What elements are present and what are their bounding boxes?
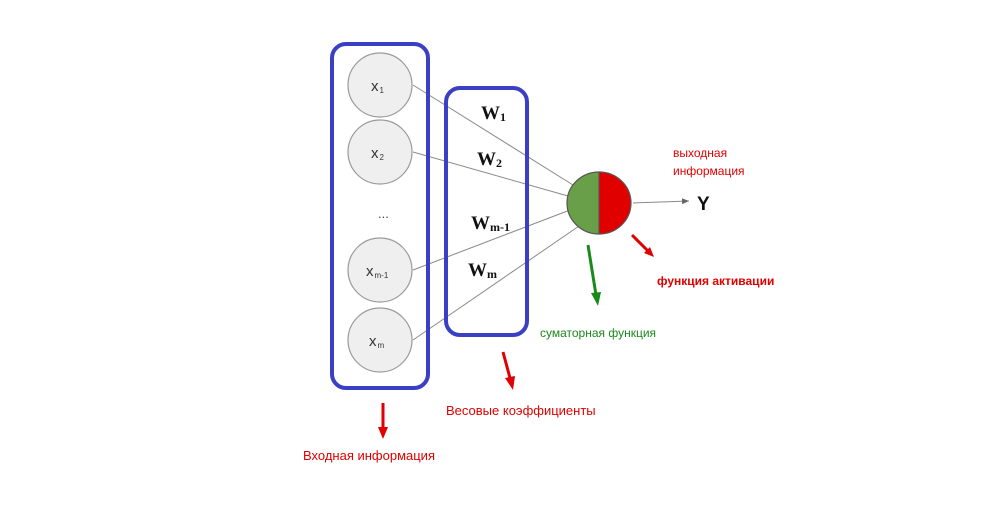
svg-text:xm-1: xm-1: [366, 263, 389, 280]
output-symbol: Y: [697, 194, 710, 215]
input-xm1-subscript: m-1: [375, 271, 389, 280]
connection-x1: [412, 84, 582, 191]
svg-text:xm: xm: [369, 333, 385, 350]
input-ellipsis: ...: [378, 206, 389, 221]
weight-w2-label: W: [477, 149, 496, 170]
activation-function-label: функция активации: [657, 274, 774, 288]
summation-half: [567, 172, 599, 234]
svg-text:W1: W1: [481, 103, 506, 124]
svg-text:x2: x2: [371, 145, 385, 162]
weight-w1-subscript: 1: [500, 110, 506, 124]
input-node-x1: x1: [347, 52, 413, 118]
weight-w1-label: W: [481, 103, 500, 124]
weight-wm-label: W: [468, 260, 487, 281]
summation-arrow: [586, 244, 601, 306]
input-info-label: Входная информация: [303, 448, 435, 463]
weight-w2-subscript: 2: [496, 156, 502, 170]
output-info-label-line2: информация: [673, 164, 745, 178]
input-node-xm1: xm-1: [347, 237, 413, 303]
svg-text:x1: x1: [371, 78, 385, 95]
input-node-xm: xm: [347, 307, 413, 373]
input-x1-subscript: 1: [380, 86, 385, 95]
weight-coefficients-label: Весовые коэффициенты: [446, 403, 596, 418]
output-info-label-line1: выходная: [673, 146, 727, 160]
svg-text:W2: W2: [477, 149, 502, 170]
input-x2-subscript: 2: [380, 153, 385, 162]
input-xm-subscript: m: [378, 341, 385, 350]
connection-x2: [412, 151, 569, 197]
activation-half: [599, 172, 631, 234]
input-x1-label: x: [371, 78, 379, 95]
input-arrow: [378, 403, 388, 439]
weight-wm1-label: W: [471, 213, 490, 234]
connection-xm1: [412, 209, 571, 271]
connection-xm: [412, 223, 583, 341]
weight-wm1-subscript: m-1: [490, 220, 510, 234]
summation-function-label: суматорная функция: [540, 326, 656, 340]
output-line: [632, 198, 690, 205]
weights-arrow: [501, 351, 515, 390]
weight-wm-subscript: m: [487, 267, 497, 281]
input-frame: [330, 42, 430, 390]
activation-arrow: [630, 233, 654, 257]
input-x2-label: x: [371, 145, 379, 162]
neuron: [566, 171, 632, 235]
svg-text:Wm-1: Wm-1: [471, 213, 510, 234]
input-xm1-label: x: [366, 263, 374, 280]
input-node-x2: x2: [347, 119, 413, 185]
input-xm-label: x: [369, 333, 377, 350]
svg-text:Wm: Wm: [468, 260, 497, 281]
weights-frame: [444, 86, 529, 337]
connection-lines: [412, 84, 690, 341]
